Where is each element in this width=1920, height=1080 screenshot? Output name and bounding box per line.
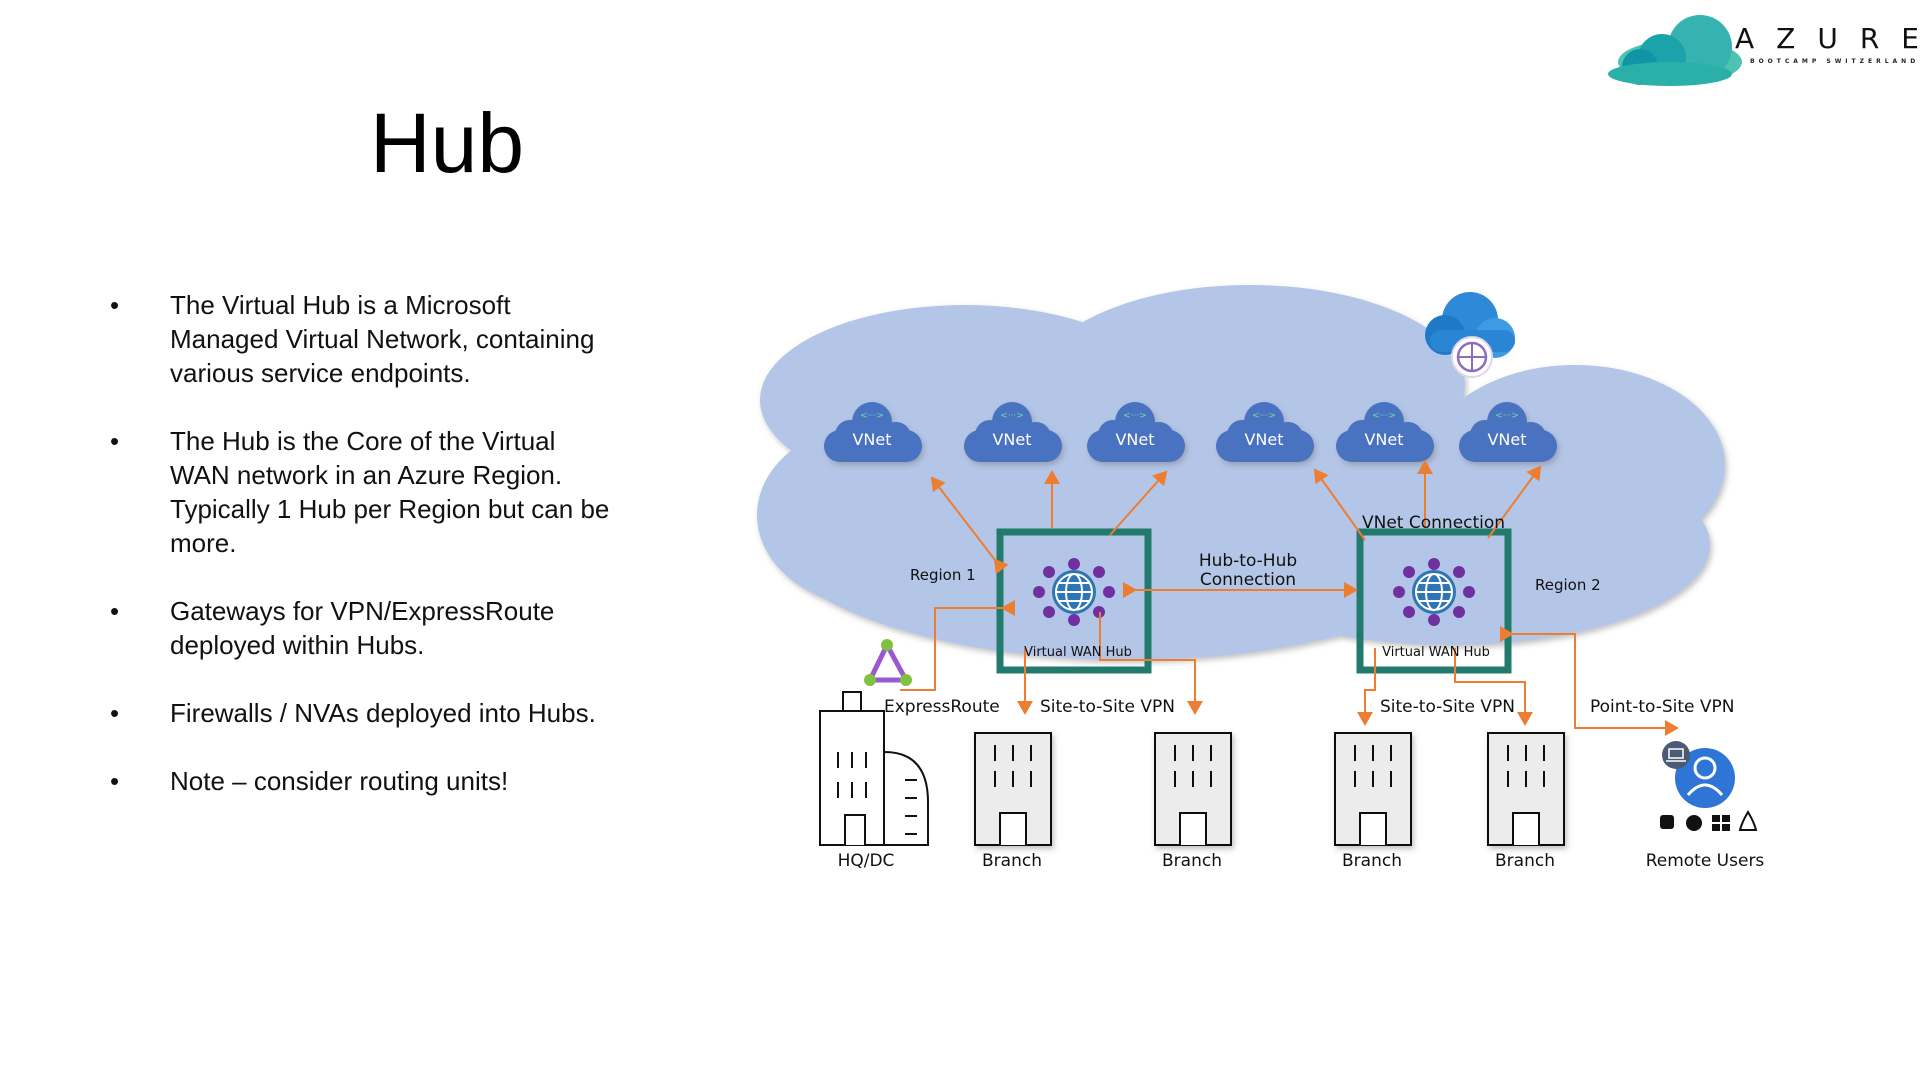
expressroute-label: ExpressRoute	[884, 697, 1000, 717]
branch-label-1: Branch	[982, 851, 1042, 871]
svg-text:<···>: <···>	[1123, 411, 1147, 421]
hub-to-hub-label-line1: Hub-to-Hub	[1199, 551, 1297, 571]
bullet-text: The Hub is the Core of the Virtual WAN n…	[170, 426, 610, 558]
arrow-expressroute	[900, 600, 1015, 691]
vnet-cloud-3: <···> VNet	[1087, 402, 1185, 462]
vnet-cloud-2: <···> VNet	[964, 402, 1062, 462]
branch-building-icon-4	[1487, 732, 1565, 846]
expressroute-icon	[864, 639, 912, 686]
hq-building-icon	[819, 691, 929, 846]
vnet-group: <···>VNet<···>VNet<···>VNet<···>VNet<···…	[824, 402, 1557, 462]
bullet-symbol: •	[110, 766, 120, 796]
svg-text:<···>: <···>	[1495, 411, 1519, 421]
bullet-text: The Virtual Hub is a Microsoft Managed V…	[170, 290, 595, 388]
bullet-symbol: •	[110, 426, 120, 456]
bullet-symbol: •	[110, 290, 120, 320]
os-icons	[1660, 810, 1758, 831]
arrow-vnet6-hub2	[1487, 465, 1542, 539]
arrow-vnet1-hub1	[930, 476, 1009, 575]
arrow-s2s-branch3	[1357, 648, 1376, 726]
branch-building-icon-2	[1154, 732, 1232, 846]
arrow-p2s	[1500, 626, 1679, 736]
android-icon	[1660, 815, 1674, 829]
windows-icon	[1712, 815, 1730, 831]
branch-building-icon-1	[974, 732, 1052, 846]
branch-building-icon-3	[1334, 732, 1412, 846]
branch-buildings	[974, 732, 1565, 846]
bullet-text: Gateways for VPN/ExpressRoute deployed w…	[170, 596, 555, 660]
svg-text:<···>: <···>	[860, 411, 884, 421]
hub-globe-icon	[1033, 558, 1115, 626]
azure-cloud-background	[757, 285, 1725, 660]
logo-subtitle: BOOTCAMP SWITZERLAND	[1750, 58, 1920, 65]
bullet-text: Firewalls / NVAs deployed into Hubs.	[170, 698, 596, 728]
remote-users-label: Remote Users	[1646, 851, 1765, 871]
svg-text:<···>: <···>	[1252, 411, 1276, 421]
azure-bootcamp-logo	[1608, 15, 1742, 86]
s2s-vpn-label-2: Site-to-Site VPN	[1380, 697, 1515, 717]
vnet-label: VNet	[1487, 430, 1526, 449]
vnet-label: VNet	[1244, 430, 1283, 449]
vnet-connection-label: VNet Connection	[1362, 513, 1505, 533]
bullet-item: • Firewalls / NVAs deployed into Hubs.	[110, 696, 610, 730]
bullet-item: • Note – consider routing units!	[110, 764, 610, 798]
s2s-vpn-label-1: Site-to-Site VPN	[1040, 697, 1175, 717]
slide-title: Hub	[370, 96, 525, 190]
arrow-vnet4-hub2	[1313, 468, 1366, 541]
vnet-cloud-1: <···> VNet	[824, 402, 922, 462]
hub-to-hub-label-line2: Connection	[1200, 570, 1296, 590]
virtual-wan-hub-2	[1356, 528, 1512, 674]
bullet-item: • The Hub is the Core of the Virtual WAN …	[110, 424, 610, 560]
hub-1-label: Virtual WAN Hub	[1024, 645, 1132, 660]
bullet-list: • The Virtual Hub is a Microsoft Managed …	[110, 288, 610, 832]
arrow-vnet3-hub1	[1109, 470, 1168, 536]
bullet-item: • Gateways for VPN/ExpressRoute deployed …	[110, 594, 610, 662]
vnet-label: VNet	[852, 430, 891, 449]
hub-globe-icon	[1393, 558, 1475, 626]
p2s-vpn-label: Point-to-Site VPN	[1590, 697, 1735, 717]
bullet-item: • The Virtual Hub is a Microsoft Managed …	[110, 288, 610, 390]
apple-icon	[1686, 815, 1702, 831]
hub-2-label: Virtual WAN Hub	[1382, 645, 1490, 660]
region-1-label: Region 1	[910, 566, 976, 584]
bullet-text: Note – consider routing units!	[170, 766, 509, 796]
vnet-cloud-6: <···> VNet	[1459, 402, 1557, 462]
branch-label-2: Branch	[1162, 851, 1222, 871]
branch-label-4: Branch	[1495, 851, 1555, 871]
vnet-label: VNet	[992, 430, 1031, 449]
logo-title: AZURE	[1735, 22, 1919, 55]
vnet-cloud-5: <···> VNet	[1336, 402, 1434, 462]
branch-label-3: Branch	[1342, 851, 1402, 871]
svg-text:<···>: <···>	[1372, 411, 1396, 421]
hq-label: HQ/DC	[838, 851, 895, 871]
arrow-s2s-branch2	[1099, 612, 1203, 715]
remote-users-icon	[1662, 741, 1735, 808]
bullet-symbol: •	[110, 698, 120, 728]
hub-icons	[1033, 558, 1475, 626]
vnet-label: VNet	[1115, 430, 1154, 449]
connection-arrows	[900, 460, 1679, 736]
bullet-symbol: •	[110, 596, 120, 626]
svg-text:<···>: <···>	[1000, 411, 1024, 421]
vnet-label: VNet	[1364, 430, 1403, 449]
virtual-wan-hub-1	[996, 528, 1152, 674]
azure-virtual-wan-icon	[1425, 292, 1515, 378]
region-2-label: Region 2	[1535, 576, 1601, 594]
linux-icon	[1738, 810, 1758, 831]
vnet-cloud-4: <···> VNet	[1216, 402, 1314, 462]
